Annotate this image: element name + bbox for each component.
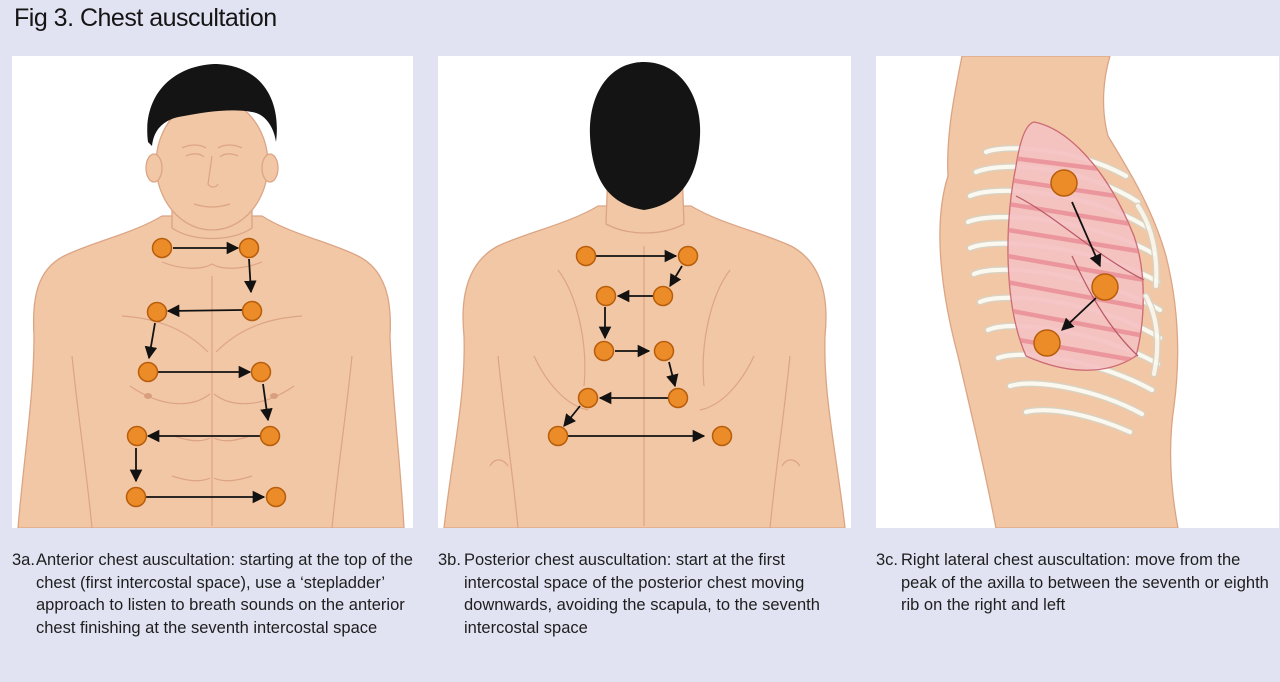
caption-label: 3b. (438, 551, 461, 569)
anterior-point (151, 237, 173, 259)
anterior-point (137, 361, 159, 383)
anterior-chest-illustration (17, 64, 405, 528)
caption-label: 3c. (876, 551, 899, 569)
posterior-point (677, 245, 699, 267)
posterior-point (547, 425, 569, 447)
lateral-chest-illustration (939, 56, 1179, 528)
anterior-arrows (129, 241, 273, 504)
anterior-point (241, 300, 263, 322)
anterior-point (259, 425, 281, 447)
posterior-point (667, 387, 689, 409)
posterior-point (652, 285, 674, 307)
anterior-point (238, 237, 260, 259)
posterior-point (595, 285, 617, 307)
caption-posterior: 3b. Posterior chest auscultation: start … (438, 549, 848, 639)
posterior-hair (589, 62, 701, 210)
posterior-point (577, 387, 599, 409)
anterior-point (126, 425, 148, 447)
lateral-arrows (1061, 201, 1102, 331)
posterior-auscultation-points (547, 245, 733, 447)
lateral-point (1033, 329, 1061, 357)
anterior-auscultation-points (125, 237, 287, 508)
posterior-point (711, 425, 733, 447)
posterior-chest-illustration (443, 62, 846, 528)
lateral-point (1050, 169, 1078, 197)
lateral-auscultation-points (1033, 169, 1119, 357)
anterior-chest-panel (12, 56, 413, 528)
caption-anterior: 3a. Anterior chest auscultation: startin… (12, 549, 417, 639)
lateral-lung (1007, 121, 1145, 371)
caption-text: Right lateral chest auscultation: move f… (901, 551, 1269, 614)
lateral-point (1091, 273, 1119, 301)
caption-text: Posterior chest auscultation: start at t… (464, 551, 820, 637)
anterior-point (125, 486, 147, 508)
caption-label: 3a. (12, 551, 35, 569)
anterior-hair (147, 64, 277, 146)
lateral-front-ribs (1134, 202, 1161, 378)
posterior-point (575, 245, 597, 267)
anterior-point (146, 301, 168, 323)
caption-text: Anterior chest auscultation: starting at… (36, 551, 413, 637)
posterior-point (653, 340, 675, 362)
posterior-chest-panel (438, 56, 851, 528)
anterior-point (250, 361, 272, 383)
posterior-point (593, 340, 615, 362)
lateral-chest-panel (876, 56, 1279, 528)
caption-lateral: 3c. Right lateral chest auscultation: mo… (876, 549, 1276, 617)
figure-title: Fig 3. Chest auscultation (14, 4, 277, 32)
posterior-arrows (563, 249, 706, 443)
anterior-point (265, 486, 287, 508)
